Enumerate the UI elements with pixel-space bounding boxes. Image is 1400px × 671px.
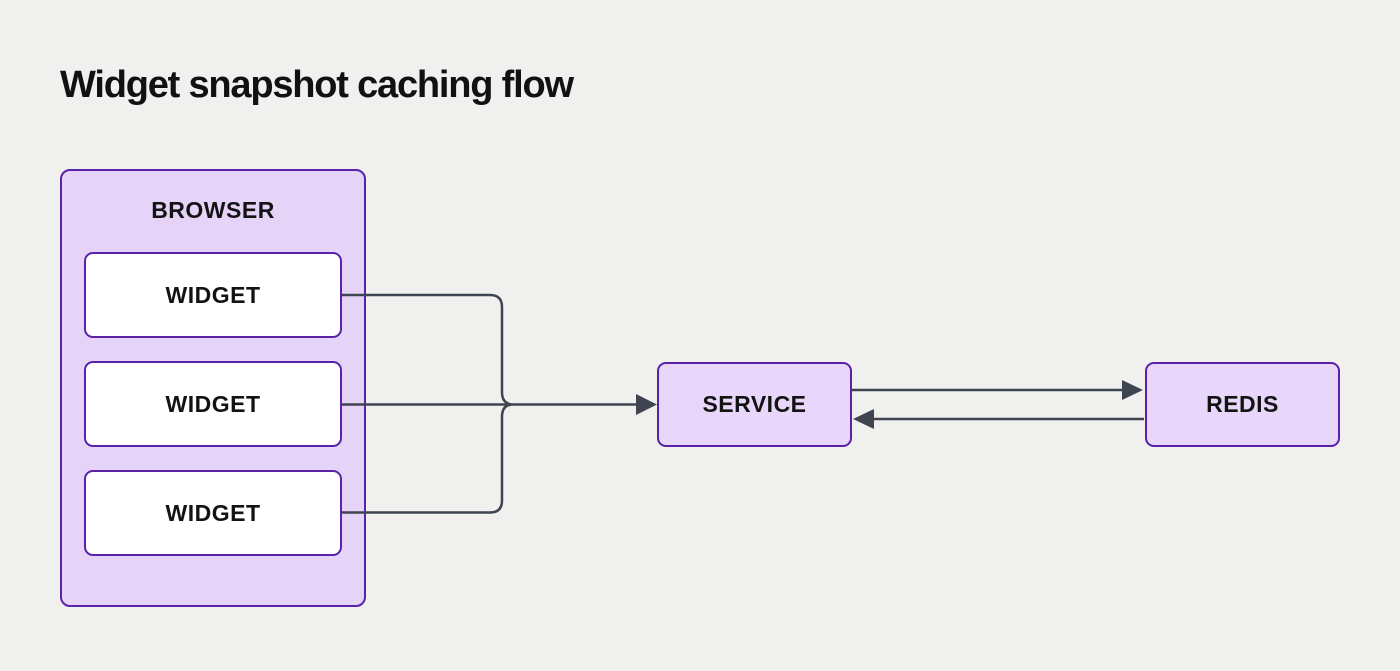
browser-container-node: BROWSER WIDGET WIDGET WIDGET xyxy=(60,169,366,607)
widget-2-label: WIDGET xyxy=(165,390,261,417)
widget-node-3: WIDGET xyxy=(84,470,342,556)
widget-node-2: WIDGET xyxy=(84,361,342,447)
widget-node-1: WIDGET xyxy=(84,252,342,338)
edge-widget3-merge xyxy=(342,403,512,514)
arrowhead-into-redis xyxy=(1122,380,1143,400)
diagram-title: Widget snapshot caching flow xyxy=(60,64,574,106)
service-label: SERVICE xyxy=(702,391,807,417)
arrowhead-back-into-service xyxy=(853,409,874,429)
browser-label: BROWSER xyxy=(151,197,275,223)
arrowhead-into-service xyxy=(636,394,657,415)
redis-label: REDIS xyxy=(1206,391,1279,417)
redis-node: REDIS xyxy=(1145,362,1340,447)
widget-3-label: WIDGET xyxy=(165,499,261,526)
edge-widget1-merge xyxy=(342,293,512,406)
service-node: SERVICE xyxy=(657,362,852,447)
widget-1-label: WIDGET xyxy=(165,281,261,308)
